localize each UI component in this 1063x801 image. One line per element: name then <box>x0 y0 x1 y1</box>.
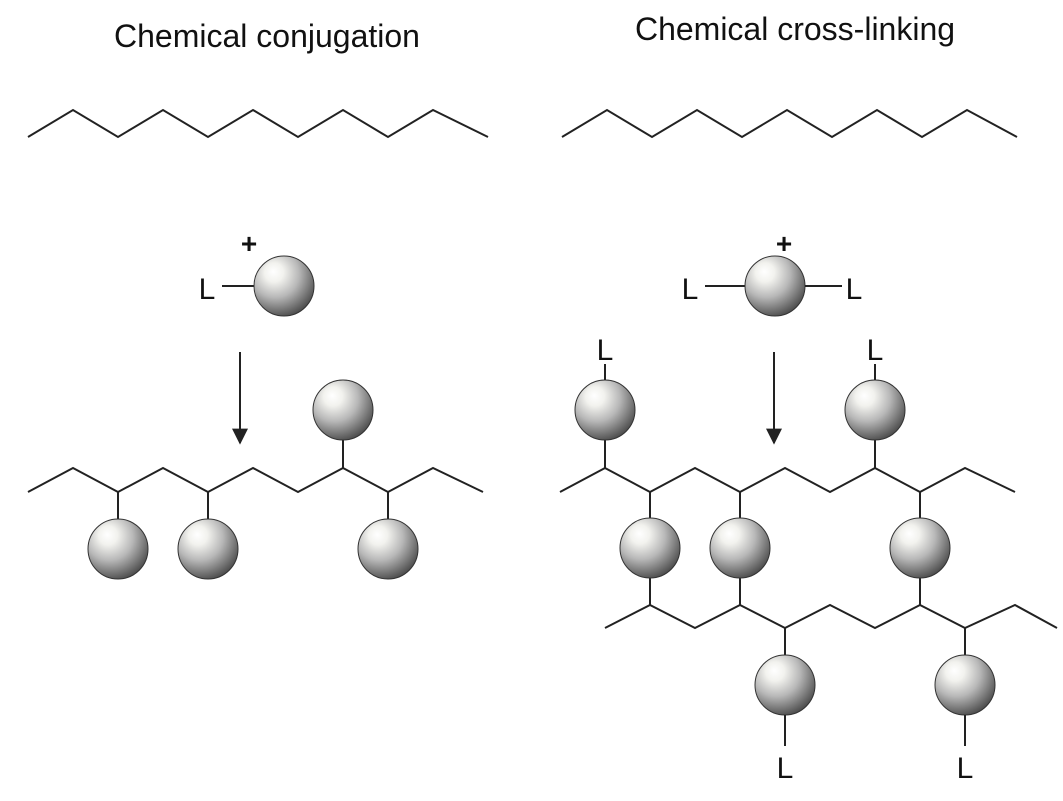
right-product: L L L L <box>559 334 1058 785</box>
left-reagent-sphere <box>253 255 315 317</box>
right-product-sphere <box>844 379 906 441</box>
left-reagent-ligand-label: L <box>199 273 216 306</box>
right-reagent: + L L <box>682 228 863 317</box>
right-reagent-ligand-left: L <box>682 273 699 306</box>
right-reagent-ligand-right: L <box>846 273 863 306</box>
left-product-sphere <box>87 518 149 580</box>
left-reagent: + L <box>199 228 315 317</box>
right-product-chain-lower <box>604 603 1058 630</box>
left-reagent-charge: + <box>241 228 257 259</box>
right-product-crosslink-sphere <box>889 517 951 579</box>
right-product-crosslink-sphere <box>709 517 771 579</box>
left-product-sphere <box>312 379 374 441</box>
right-product-crosslink-sphere <box>619 517 681 579</box>
right-reagent-sphere <box>744 255 806 317</box>
left-product <box>27 379 484 580</box>
right-product-sphere <box>574 379 636 441</box>
right-product-ligand-label: L <box>597 334 614 367</box>
right-product-ligand-label: L <box>867 334 884 367</box>
right-product-sphere <box>934 654 996 716</box>
left-product-chain <box>27 466 484 494</box>
left-panel-title: Chemical conjugation <box>114 18 420 54</box>
right-product-sphere <box>754 654 816 716</box>
left-panel-conjugation: Chemical conjugation + L <box>27 18 489 580</box>
left-polymer-chain <box>27 108 489 139</box>
left-product-sphere <box>357 518 419 580</box>
right-polymer-chain <box>561 108 1018 139</box>
right-panel-crosslinking: Chemical cross-linking + L L L L <box>559 11 1058 785</box>
right-product-ligand-label: L <box>777 752 794 785</box>
right-panel-title: Chemical cross-linking <box>635 11 955 47</box>
right-product-chain-upper <box>559 466 1016 494</box>
left-product-sphere <box>177 518 239 580</box>
right-product-ligand-label: L <box>957 752 974 785</box>
right-reagent-charge: + <box>776 228 792 259</box>
